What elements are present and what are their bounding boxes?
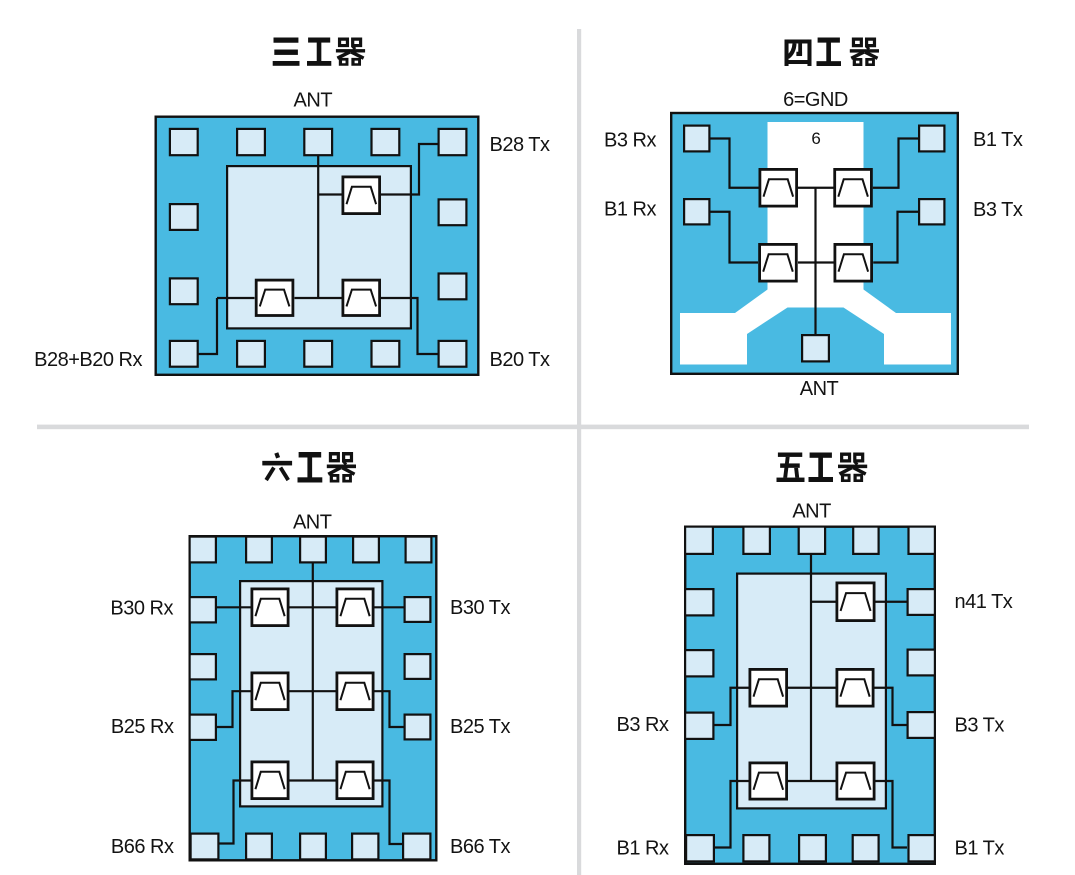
svg-text:B3 Tx: B3 Tx xyxy=(955,714,1005,736)
svg-text:B3 Rx: B3 Rx xyxy=(604,130,656,152)
svg-text:B25 Tx: B25 Tx xyxy=(450,716,510,738)
svg-text:B28 Tx: B28 Tx xyxy=(490,134,550,156)
svg-text:B20 Tx: B20 Tx xyxy=(490,349,550,371)
svg-text:B30 Rx: B30 Rx xyxy=(110,597,173,619)
svg-text:n41 Tx: n41 Tx xyxy=(955,591,1013,613)
svg-text:ANT: ANT xyxy=(800,378,839,400)
svg-text:B3 Rx: B3 Rx xyxy=(617,714,669,736)
svg-text:B1 Tx: B1 Tx xyxy=(955,838,1005,860)
svg-text:B1 Rx: B1 Rx xyxy=(617,838,669,860)
svg-text:B1 Rx: B1 Rx xyxy=(604,198,656,220)
svg-text:B66 Tx: B66 Tx xyxy=(450,836,510,858)
svg-text:B25 Rx: B25 Rx xyxy=(111,716,174,738)
svg-text:B66 Rx: B66 Rx xyxy=(111,836,174,858)
svg-text:ANT: ANT xyxy=(792,500,831,522)
svg-text:ANT: ANT xyxy=(293,512,332,534)
svg-text:6: 6 xyxy=(811,129,820,148)
svg-text:ANT: ANT xyxy=(294,89,333,111)
svg-text:B1 Tx: B1 Tx xyxy=(973,129,1023,151)
svg-text:B28+B20 Rx: B28+B20 Rx xyxy=(34,349,142,371)
svg-text:B30 Tx: B30 Tx xyxy=(450,597,510,619)
svg-text:6=GND: 6=GND xyxy=(783,89,848,111)
svg-text:B3 Tx: B3 Tx xyxy=(973,199,1023,221)
